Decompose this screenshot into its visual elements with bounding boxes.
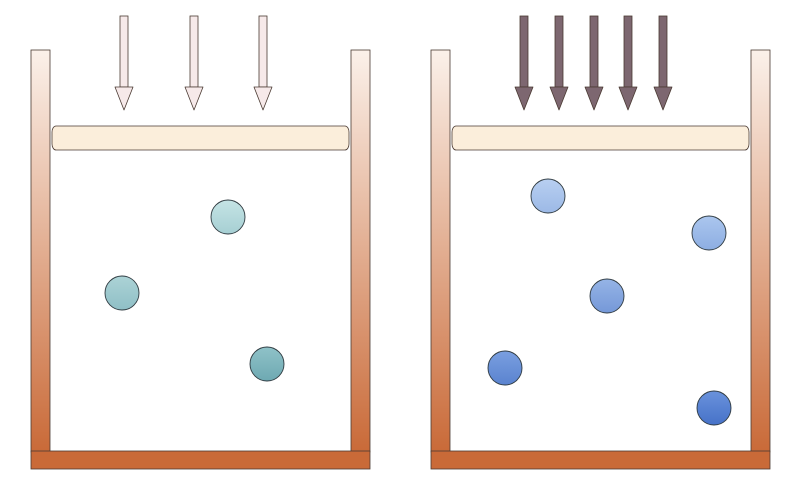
pressure-arrows-left — [114, 15, 273, 111]
gas-particles-left — [104, 199, 285, 382]
gas-particle — [249, 346, 285, 382]
gas-particle — [487, 350, 523, 386]
down-arrow-icon — [114, 15, 134, 111]
container-left — [30, 15, 371, 470]
down-arrow-icon — [618, 15, 638, 111]
left-wall — [30, 49, 51, 453]
base — [30, 450, 371, 470]
container-right — [430, 15, 771, 470]
gas-particle — [691, 215, 727, 251]
down-arrow-icon — [653, 15, 673, 111]
gas-particle — [530, 178, 566, 214]
piston[interactable] — [51, 125, 350, 151]
down-arrow-icon — [514, 15, 534, 111]
pressure-arrows-right — [514, 15, 673, 111]
gas-particle — [696, 390, 732, 426]
left-wall — [430, 49, 451, 453]
down-arrow-icon — [584, 15, 604, 111]
gas-particles-right — [487, 178, 732, 426]
piston[interactable] — [451, 125, 750, 151]
base — [430, 450, 771, 470]
down-arrow-icon — [549, 15, 569, 111]
right-wall — [350, 49, 371, 453]
gas-particle — [104, 275, 140, 311]
gas-particle — [210, 199, 246, 235]
gas-particle — [589, 278, 625, 314]
right-wall — [750, 49, 771, 453]
down-arrow-icon — [253, 15, 273, 111]
down-arrow-icon — [184, 15, 204, 111]
